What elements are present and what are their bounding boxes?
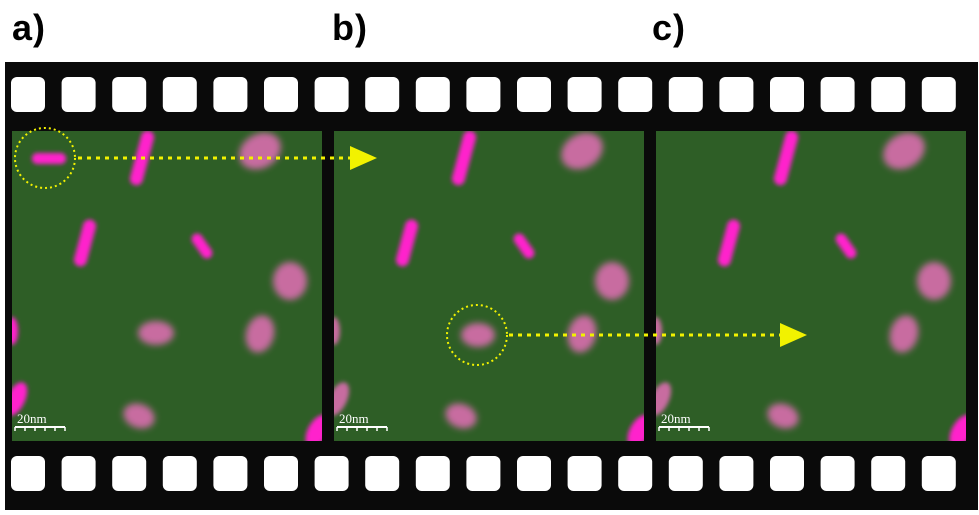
blob-particle [561,132,603,170]
rod-particle [513,233,535,259]
panel-label-c: c) [652,7,687,48]
sprocket-hole [466,77,501,112]
sprocket-hole [466,456,501,491]
blob-particle [445,403,477,429]
edge-particle [627,414,644,441]
sprocket-hole [820,77,855,112]
sprocket-hole [618,456,653,491]
sprocket-hole [11,77,45,112]
sprocket-hole [264,456,298,491]
scale-bar-label: 20nm [339,411,369,426]
tracked-blob-particle [461,323,495,347]
sprocket-hole [213,77,248,112]
sprocket-hole [365,77,400,112]
sprocket-hole [213,456,248,491]
sprocket-hole [820,456,855,491]
sprocket-hole [567,77,602,112]
edge-particle [12,382,28,416]
sprocket-row-top [11,77,956,112]
blob-particle [889,315,919,353]
sprocket-hole [567,456,602,491]
frame-background [334,131,644,441]
rod-particle [451,131,477,186]
afm-frame-c: 20nm [656,131,966,441]
sprocket-hole [61,77,96,112]
edge-particle [334,382,350,416]
blob-particle [917,262,951,300]
blob-particle [883,132,925,170]
edge-particle [949,414,966,441]
sprocket-hole [162,456,197,491]
panel-label-a: a) [12,7,47,48]
sprocket-hole [365,456,400,491]
scale-bar-label: 20nm [17,411,47,426]
sprocket-hole [921,456,956,491]
frame-background [12,131,322,441]
edge-particle [305,414,322,441]
highlight-circle-b [446,304,508,366]
sprocket-hole [314,456,349,491]
sprocket-hole [770,77,804,112]
sprocket-hole [314,77,349,112]
sprocket-hole [61,456,96,491]
afm-frame-a: 20nm [12,131,322,441]
scale-bar-label: 20nm [661,411,691,426]
edge-particle [334,317,340,345]
sprocket-hole [668,77,703,112]
frame-background [656,131,966,441]
blob-particle [123,403,155,429]
edge-particle [12,317,18,345]
edge-particle [656,382,672,416]
sprocket-hole [719,77,754,112]
rod-particle [717,219,741,267]
sprocket-hole [112,77,147,112]
rod-particle [191,233,213,259]
sprocket-hole [517,77,551,112]
sprocket-hole [871,77,906,112]
rod-particle [395,219,419,267]
sprocket-row-bottom [11,456,956,491]
sprocket-hole [719,456,754,491]
sprocket-hole [517,456,551,491]
sprocket-hole [112,456,147,491]
blob-particle [595,262,629,300]
rod-particle [773,131,799,186]
sprocket-hole [264,77,298,112]
rod-particle [73,219,97,267]
blob-particle [239,132,281,170]
blob-particle [273,262,307,300]
tracked-rod-particle [32,153,66,164]
rod-particle [835,233,857,259]
sprocket-hole [11,456,45,491]
afm-frame-b: 20nm [334,131,644,441]
sprocket-hole [921,77,956,112]
sprocket-hole [618,77,653,112]
panel-label-b: b) [332,7,368,48]
sprocket-hole [415,77,450,112]
blob-particle [767,403,799,429]
highlight-circle-a [14,127,76,189]
sprocket-hole [415,456,450,491]
sprocket-hole [162,77,197,112]
sprocket-hole [668,456,703,491]
blob-particle [245,315,275,353]
sprocket-hole [770,456,804,491]
blob-particle [138,321,174,345]
sprocket-hole [871,456,906,491]
edge-particle [656,317,662,345]
